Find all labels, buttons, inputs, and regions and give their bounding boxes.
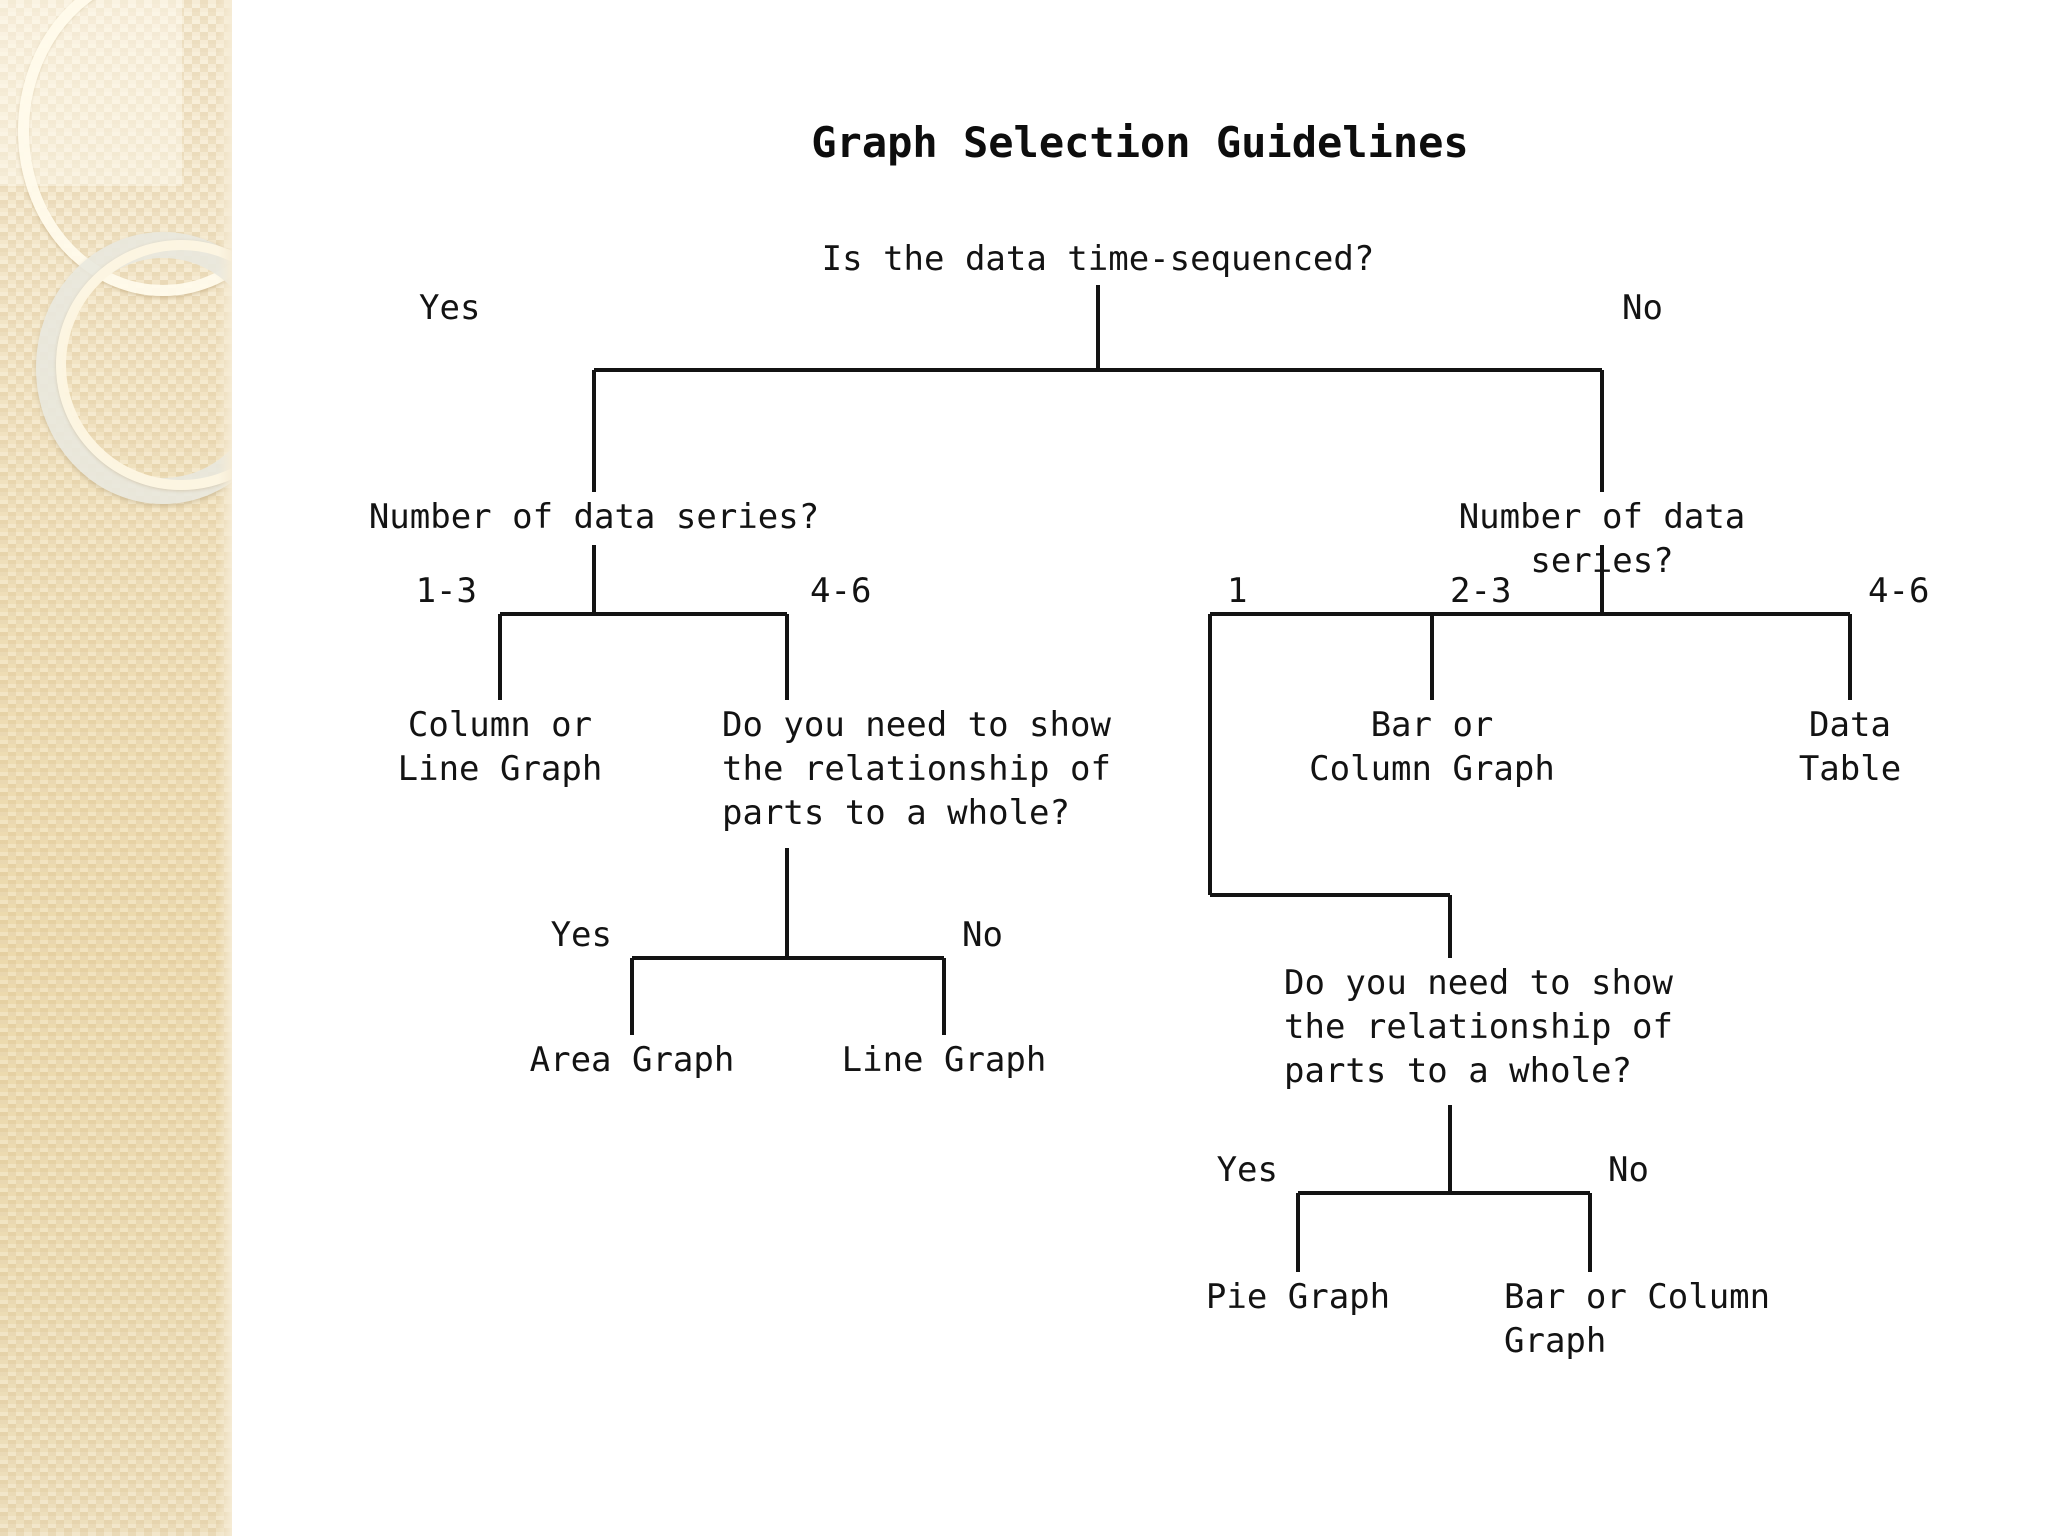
node-left-parts-question: Do you need to show the relationship of … xyxy=(722,705,1111,833)
node-right-series-question: Number of data series? xyxy=(1458,497,1746,581)
node-leaf-column-or-line-graph: Column or Line Graph xyxy=(397,705,603,789)
sidebar-edge-fade xyxy=(218,0,232,1536)
node-right-parts-question: Do you need to show the relationship of … xyxy=(1284,963,1673,1091)
node-left-series-question: Number of data series? xyxy=(368,497,820,537)
edge-label-left-parts-no: No xyxy=(962,915,1003,955)
edge-label-right-parts-no: No xyxy=(1608,1150,1649,1190)
edge-label-root-no: No xyxy=(1622,288,1663,328)
node-leaf-pie-graph: Pie Graph xyxy=(1205,1277,1391,1317)
node-leaf-bar-or-column-graph-2: Bar or Column Graph xyxy=(1504,1277,1771,1361)
edge-label-right-parts-yes: Yes xyxy=(1216,1150,1278,1190)
edge-label-right-4-6: 4-6 xyxy=(1868,571,1930,611)
node-leaf-bar-or-column-graph: Bar or Column Graph xyxy=(1309,705,1555,789)
node-leaf-data-table: Data Table xyxy=(1798,705,1902,789)
slide-canvas: Graph Selection Guidelines xyxy=(232,0,2048,1536)
decorative-sidebar xyxy=(0,0,232,1536)
edge-label-right-2-3: 2-3 xyxy=(1450,571,1512,611)
page-title: Graph Selection Guidelines xyxy=(811,118,1469,167)
decision-tree-connectors xyxy=(498,285,1852,1272)
node-leaf-area-graph: Area Graph xyxy=(529,1040,735,1080)
edge-label-right-1: 1 xyxy=(1227,571,1248,611)
node-root-question: Is the data time-sequenced? xyxy=(821,239,1375,279)
node-leaf-line-graph: Line Graph xyxy=(841,1040,1047,1080)
edge-label-left-parts-yes: Yes xyxy=(550,915,612,955)
edge-label-left-4-6: 4-6 xyxy=(810,571,872,611)
edge-label-left-1-3: 1-3 xyxy=(415,571,477,611)
edge-label-root-yes: Yes xyxy=(419,288,481,328)
